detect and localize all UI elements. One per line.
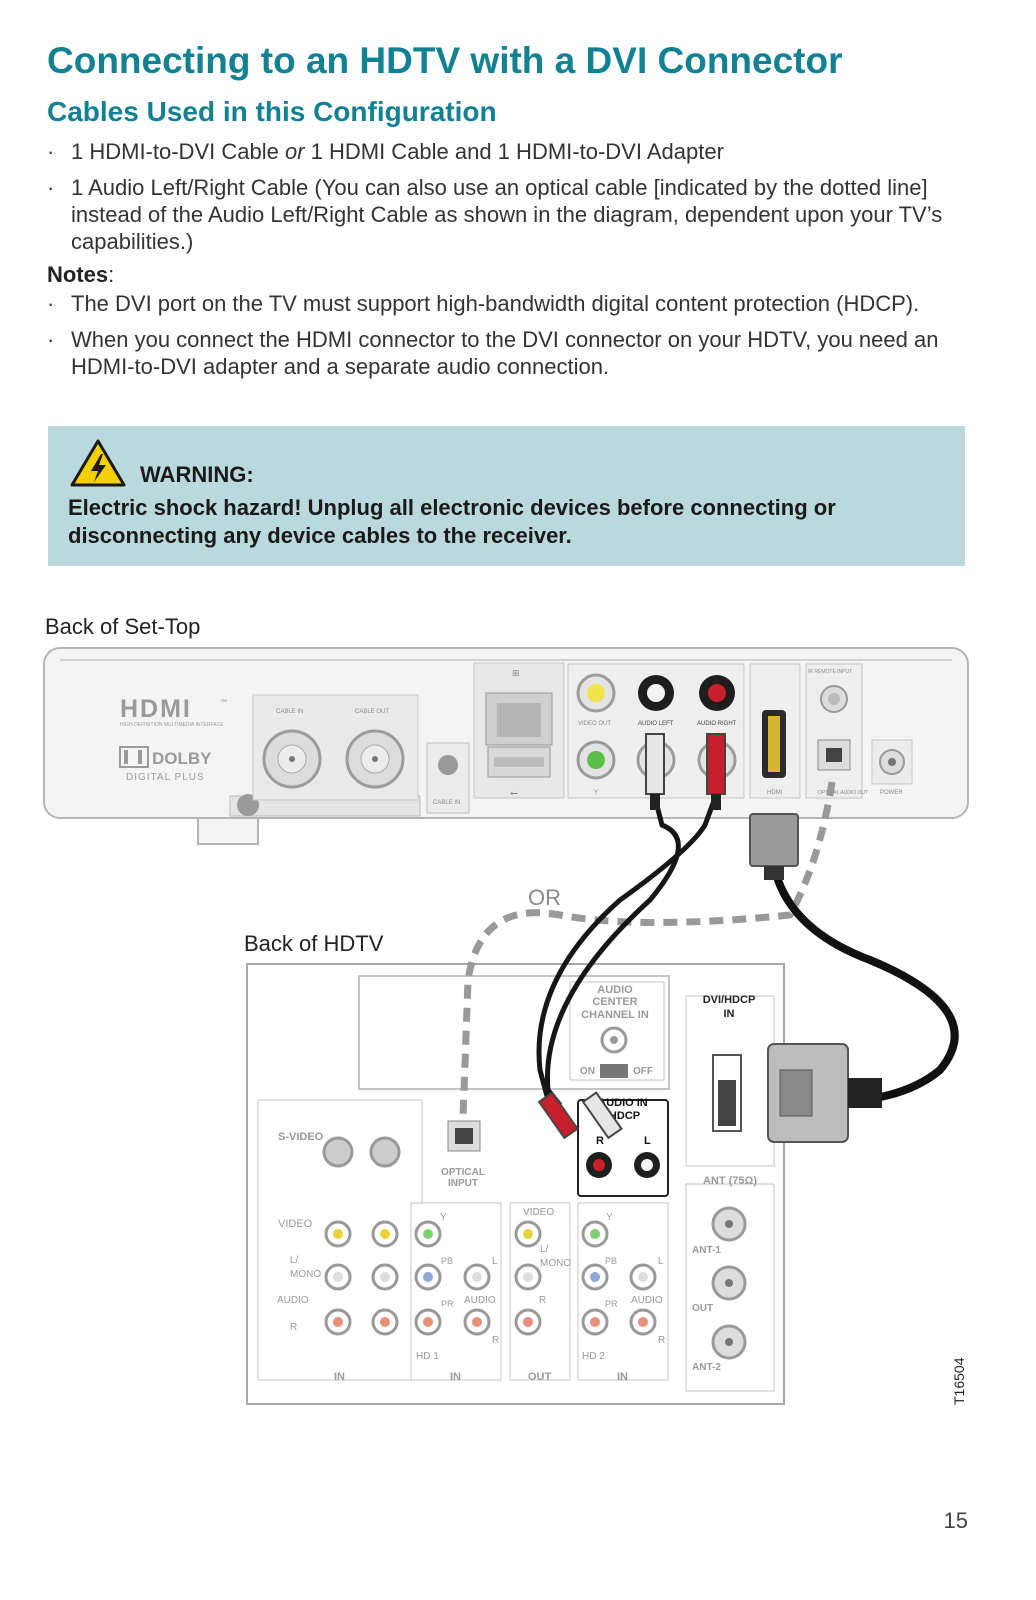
s-video-port (369, 1136, 401, 1168)
svg-text:VIDEO: VIDEO (523, 1207, 554, 1218)
svg-text:CABLE IN: CABLE IN (433, 800, 460, 806)
rca-plug-tv-right (537, 1091, 579, 1140)
svg-text:L: L (658, 1256, 664, 1267)
dolby-icon (119, 746, 149, 768)
notes-heading: Notes: (47, 262, 115, 287)
cables-list: ·1 HDMI-to-DVI Cable or 1 HDMI Cable and… (47, 138, 977, 264)
set-top-label: Back of Set-Top (45, 614, 200, 639)
svg-text:OUT: OUT (528, 1371, 552, 1383)
svg-text:PB: PB (441, 1256, 453, 1266)
svg-text:L: L (644, 1135, 651, 1147)
svg-text:ON: ON (580, 1066, 595, 1077)
svg-text:L/: L/ (540, 1244, 549, 1255)
svg-text:VIDEO OUT: VIDEO OUT (578, 721, 611, 727)
svg-text:HDMI: HDMI (767, 790, 783, 796)
hdtv-panel: AUDIO CENTER CHANNEL IN ON OFF DVI/HDCP … (246, 963, 785, 1405)
list-item: ·When you connect the HDMI connector to … (47, 327, 939, 379)
svg-text:CHANNEL IN: CHANNEL IN (581, 1009, 649, 1021)
svg-text:OFF: OFF (633, 1066, 653, 1077)
svg-text:DIGITAL PLUS: DIGITAL PLUS (126, 772, 205, 783)
svg-text:L: L (492, 1256, 498, 1267)
svg-text:PR: PR (441, 1299, 454, 1309)
dolby-logo: DOLBY (152, 749, 212, 768)
on-off-switch (600, 1064, 628, 1078)
hdmi-plug (749, 813, 799, 880)
svg-text:R: R (539, 1295, 546, 1306)
rca-plug-tv-left (581, 1091, 623, 1140)
svg-text:INPUT: INPUT (448, 1178, 478, 1189)
svg-text:R: R (658, 1335, 665, 1346)
svg-text:AUDIO: AUDIO (464, 1295, 496, 1306)
svg-text:MONO: MONO (540, 1258, 571, 1269)
svg-text:L/: L/ (290, 1255, 299, 1266)
svg-text:HD 1: HD 1 (416, 1351, 439, 1362)
usb-icon: ⭠ (510, 788, 518, 799)
svg-text:ANT-2: ANT-2 (692, 1362, 721, 1373)
list-item: ·The DVI port on the TV must support hig… (47, 291, 920, 316)
svg-text:Y: Y (440, 1212, 447, 1223)
svg-text:AUDIO: AUDIO (277, 1295, 309, 1306)
svg-text:VIDEO: VIDEO (278, 1218, 313, 1230)
svg-text:POWER: POWER (880, 790, 903, 796)
svg-text:ANT-1: ANT-1 (692, 1245, 721, 1256)
svg-text:OUT: OUT (692, 1303, 713, 1314)
svg-text:Y: Y (594, 790, 598, 796)
svg-text:IN: IN (724, 1008, 735, 1020)
svg-text:R: R (290, 1322, 297, 1333)
dvi-plug (767, 1043, 882, 1143)
optical-cable-dotted (459, 781, 836, 1119)
section-subtitle: Cables Used in this Configuration (47, 96, 497, 127)
svg-text:IN: IN (617, 1371, 628, 1383)
hdmi-logo: HDMI (120, 695, 192, 723)
svg-text:R: R (492, 1335, 499, 1346)
svg-text:PB: PB (605, 1256, 617, 1266)
set-top-box: HDMI ™ HIGH-DEFINITION MULTIMEDIA INTERF… (43, 647, 969, 845)
svg-text:CABLE OUT: CABLE OUT (355, 709, 389, 715)
connection-diagram: Back of Set-Top Back of HDTV OR T16504 H… (43, 614, 969, 1405)
svg-text:R: R (596, 1135, 604, 1147)
svg-text:CABLE IN: CABLE IN (276, 709, 303, 715)
svg-text:CENTER: CENTER (592, 996, 637, 1008)
svg-text:IR REMOTE INPUT: IR REMOTE INPUT (808, 669, 852, 675)
svg-text:AUDIO IN: AUDIO IN (598, 1097, 648, 1109)
list-item: ·1 HDMI-to-DVI Cable or 1 HDMI Cable and… (47, 139, 724, 164)
svg-text:AUDIO LEFT: AUDIO LEFT (638, 721, 674, 727)
warning-text: Electric shock hazard! Unplug all electr… (68, 495, 836, 548)
svg-text:ANT (75Ω): ANT (75Ω) (703, 1175, 757, 1187)
svg-text:AUDIO RIGHT: AUDIO RIGHT (697, 721, 737, 727)
svg-text:DVI/HDCP: DVI/HDCP (703, 994, 756, 1006)
svg-text:AUDIO: AUDIO (631, 1295, 663, 1306)
rca-plug-right (706, 733, 726, 810)
audio-left-cable (544, 797, 681, 1107)
svg-text:S-VIDEO: S-VIDEO (278, 1131, 324, 1143)
figure-id: T16504 (951, 1357, 967, 1405)
svg-text:™: ™ (220, 699, 227, 706)
warning-title: WARNING: (140, 462, 254, 487)
svg-text:IN: IN (334, 1371, 345, 1383)
hdmi-dvi-cable (771, 868, 959, 1104)
notes-list: ·The DVI port on the TV must support hig… (47, 290, 977, 389)
svg-text:OPTICAL AUDIO OUT: OPTICAL AUDIO OUT (818, 790, 868, 796)
rca-plug-left (645, 733, 665, 810)
warning-box: WARNING: Electric shock hazard! Unplug a… (48, 426, 965, 566)
svg-text:IN: IN (450, 1371, 461, 1383)
electric-hazard-icon (70, 439, 126, 487)
audio-right-cable (536, 797, 718, 1101)
or-label: OR (528, 885, 561, 910)
svg-text:HIGH-DEFINITION MULTIMEDIA INT: HIGH-DEFINITION MULTIMEDIA INTERFACE (120, 722, 224, 728)
page-title: Connecting to an HDTV with a DVI Connect… (47, 40, 843, 81)
svg-text:MONO: MONO (290, 1269, 321, 1280)
svg-text:AUDIO: AUDIO (597, 984, 633, 996)
page-number: 15 (943, 1508, 968, 1533)
svg-text:HD 2: HD 2 (582, 1351, 605, 1362)
s-video-port (322, 1136, 354, 1168)
hdtv-label: Back of HDTV (244, 931, 384, 956)
svg-text:PR: PR (605, 1299, 618, 1309)
list-item: ·1 Audio Left/Right Cable (You can also … (47, 175, 943, 254)
svg-text:OPTICAL: OPTICAL (441, 1167, 485, 1178)
svg-text:Y: Y (606, 1212, 613, 1223)
network-icon: ⊞ (512, 668, 520, 678)
